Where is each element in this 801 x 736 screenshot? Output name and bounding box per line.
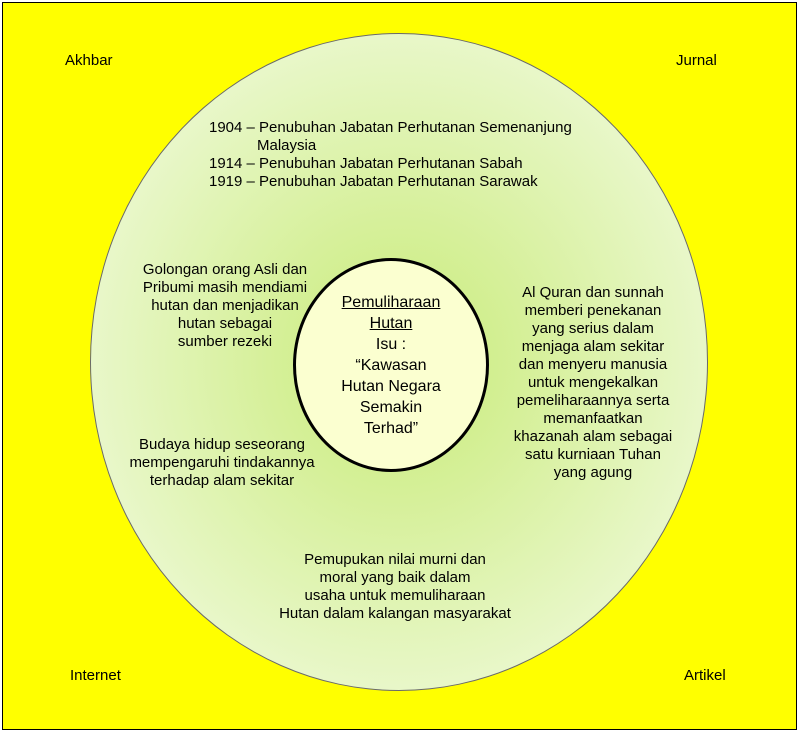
text-line: Pemupukan nilai murni dan xyxy=(304,551,486,568)
center-body-line: Isu : xyxy=(375,336,407,353)
center-body-line: Hutan Negara xyxy=(341,378,441,395)
text-line: yang agung xyxy=(553,464,633,481)
text-line: pemeliharaannya serta xyxy=(516,392,670,409)
center-body-line: Semakin xyxy=(359,399,423,416)
text-line: Budaya hidup seseorang xyxy=(139,436,305,453)
text-line: untuk mengekalkan xyxy=(527,374,659,391)
corner-label-jurnal: Jurnal xyxy=(676,52,717,69)
center-title-line: Pemuliharaan xyxy=(341,294,441,311)
text-line: terhadap alam sekitar xyxy=(149,472,295,489)
text-line: moral yang baik dalam xyxy=(319,569,471,586)
left-lower-text: Budaya hidup seseorang mempengaruhi tind… xyxy=(112,436,332,490)
text-line: memanfaatkan xyxy=(543,410,643,427)
text-line: mempengaruhi tindakannya xyxy=(129,454,315,471)
history-line-1904: 1904 – Penubuhan Jabatan Perhutanan Seme… xyxy=(209,119,572,136)
right-text: Al Quran dan sunnah memberi penekanan ya… xyxy=(478,284,708,482)
history-line-1914: 1914 – Penubuhan Jabatan Perhutanan Saba… xyxy=(209,155,523,172)
text-line: khazanah alam sebagai xyxy=(513,428,673,445)
history-text: 1904 – Penubuhan Jabatan Perhutanan Seme… xyxy=(209,119,572,191)
corner-label-artikel: Artikel xyxy=(684,667,726,684)
text-line: usaha untuk memuliharaan xyxy=(304,587,486,604)
bottom-text: Pemupukan nilai murni dan moral yang bai… xyxy=(260,551,530,623)
center-title-line: Hutan xyxy=(369,315,413,332)
history-line-1919: 1919 – Penubuhan Jabatan Perhutanan Sara… xyxy=(209,173,538,190)
text-line: sumber rezeki xyxy=(177,333,273,350)
corner-label-akhbar: Akhbar xyxy=(65,52,113,69)
inner-circle xyxy=(293,258,489,472)
center-topic: Pemuliharaan Hutan Isu : “Kawasan Hutan … xyxy=(296,292,486,439)
text-line: Golongan orang Asli dan xyxy=(142,261,308,278)
center-body-line: Terhad” xyxy=(363,420,419,437)
text-line: dan menyeru manusia xyxy=(518,356,668,373)
text-line: yang serius dalam xyxy=(532,320,654,337)
text-line: Hutan dalam kalangan masyarakat xyxy=(279,605,511,622)
history-line-1904-cont: Malaysia xyxy=(257,137,317,154)
left-upper-text: Golongan orang Asli dan Pribumi masih me… xyxy=(115,261,335,351)
text-line: hutan sebagai xyxy=(177,315,273,332)
text-line: menjaga alam sekitar xyxy=(521,338,665,355)
center-body-line: “Kawasan xyxy=(355,357,427,374)
corner-label-internet: Internet xyxy=(70,667,121,684)
text-line: satu kurniaan Tuhan xyxy=(525,446,661,463)
text-line: Al Quran dan sunnah xyxy=(522,284,664,301)
text-line: Pribumi masih mendiami xyxy=(142,279,308,296)
text-line: memberi penekanan xyxy=(524,302,662,319)
text-line: hutan dan menjadikan xyxy=(151,297,299,314)
